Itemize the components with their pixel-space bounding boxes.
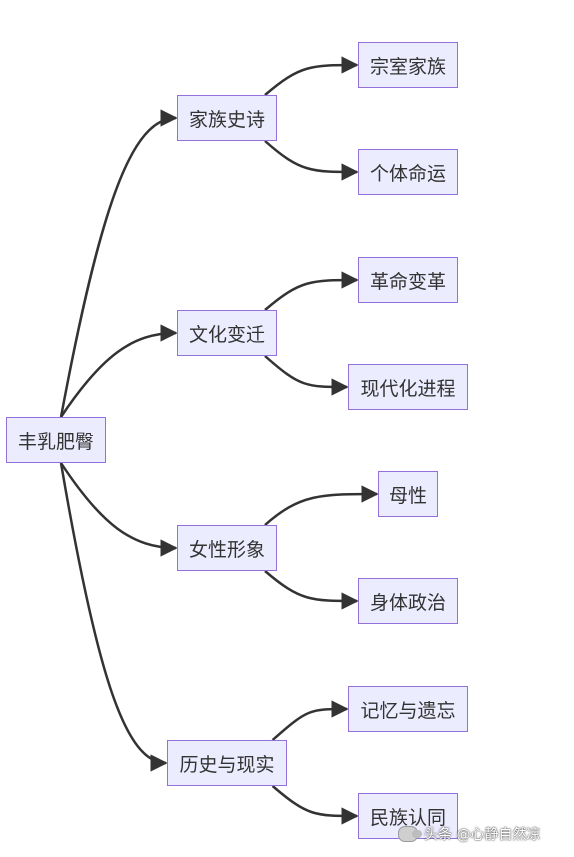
edge-arrow	[264, 355, 349, 396]
edge-arrow	[59, 462, 168, 772]
edge-arrow	[59, 324, 178, 418]
watermark-text: 头条 @心静自然凉	[424, 827, 541, 843]
leaf-label: 宗室家族	[369, 55, 446, 78]
leaf-node: 身体政治	[358, 578, 458, 624]
leaf-label: 革命变革	[369, 270, 446, 293]
branch-node-cultural-change: 文化变迁	[177, 310, 277, 356]
root-node: 丰乳肥臀	[6, 417, 106, 463]
leaf-label: 身体政治	[369, 591, 446, 614]
branch-label: 历史与现实	[179, 753, 275, 776]
leaf-label: 记忆与遗忘	[360, 699, 456, 722]
branch-node-history-reality: 历史与现实	[167, 740, 287, 786]
leaf-node: 宗室家族	[358, 42, 458, 88]
branch-node-family-epic: 家族史诗	[177, 95, 277, 141]
leaf-label: 个体命运	[369, 162, 446, 185]
branch-label: 女性形象	[188, 538, 265, 561]
leaf-label: 民族认同	[369, 806, 446, 829]
edge-arrow	[271, 785, 359, 825]
leaf-node: 记忆与遗忘	[348, 686, 468, 732]
edge-arrow	[264, 570, 359, 610]
edge-arrow	[264, 56, 359, 96]
leaf-node: 母性	[378, 471, 438, 517]
branch-node-female-image: 女性形象	[177, 525, 277, 571]
edge-arrow	[264, 140, 359, 181]
leaf-node: 个体命运	[358, 149, 458, 195]
leaf-node: 现代化进程	[348, 364, 468, 410]
wechat-icon	[398, 826, 422, 842]
edge-arrow	[59, 462, 178, 557]
branch-label: 文化变迁	[188, 323, 265, 346]
edge-arrow	[264, 485, 379, 526]
watermark: 头条 @心静自然凉	[398, 822, 540, 846]
edge-arrow	[59, 109, 178, 418]
root-label: 丰乳肥臀	[17, 430, 94, 453]
leaf-label: 母性	[388, 484, 427, 507]
edge-arrow	[271, 700, 349, 741]
edge-arrow	[264, 271, 359, 311]
leaf-label: 现代化进程	[360, 377, 456, 400]
leaf-node: 革命变革	[358, 257, 458, 303]
branch-label: 家族史诗	[188, 108, 265, 131]
